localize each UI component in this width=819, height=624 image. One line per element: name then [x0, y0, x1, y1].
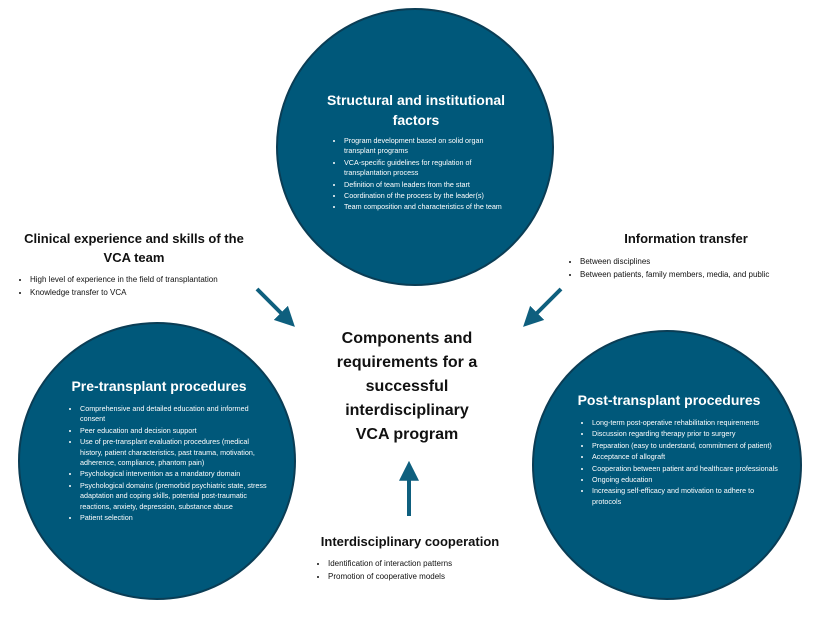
list-item: Promotion of cooperative models	[328, 571, 528, 584]
interdisciplinary-cooperation-title: Interdisciplinary cooperation	[320, 534, 500, 549]
list-item: Peer education and decision support	[80, 426, 270, 436]
arrow-clinical	[255, 287, 295, 327]
structural-factors-circle: Structural and institutional factors Pro…	[276, 8, 554, 286]
list-item: Cooperation between patient and healthca…	[592, 464, 778, 474]
list-item: Between disciplines	[580, 256, 819, 269]
structural-factors-title: Structural and institutional factors	[326, 92, 506, 128]
list-item: Use of pre-transplant evaluation procedu…	[80, 437, 270, 468]
list-item: Coordination of the process by the leade…	[344, 191, 512, 201]
list-item: Identification of interaction patterns	[328, 558, 528, 571]
list-item: Discussion regarding therapy prior to su…	[592, 429, 778, 439]
list-item: Acceptance of allograft	[592, 452, 778, 462]
post-transplant-title: Post-transplant procedures	[577, 392, 761, 408]
arrow-information	[523, 287, 563, 327]
list-item: Definition of team leaders from the star…	[344, 180, 512, 190]
list-item: Team composition and characteristics of …	[344, 202, 512, 212]
clinical-experience-list: High level of experience in the field of…	[16, 274, 280, 299]
list-item: Long-term post-operative rehabilitation …	[592, 418, 778, 428]
interdisciplinary-cooperation-list: Identification of interaction patterns P…	[314, 558, 528, 583]
center-title: Components and requirements for a succes…	[336, 330, 478, 443]
list-item: Patient selection	[80, 513, 270, 523]
list-item: Increasing self-efficacy and motivation …	[592, 486, 778, 507]
information-transfer-title: Information transfer	[624, 231, 748, 246]
list-item: Psychological domains (premorbid psychia…	[80, 481, 270, 512]
list-item: Psychological intervention as a mandator…	[80, 469, 270, 479]
pre-transplant-list: Comprehensive and detailed education and…	[66, 404, 270, 524]
list-item: Ongoing education	[592, 475, 778, 485]
structural-factors-list: Program development based on solid organ…	[330, 136, 512, 214]
list-item: Between patients, family members, media,…	[580, 269, 819, 282]
list-item: Knowledge transfer to VCA	[30, 287, 280, 300]
list-item: High level of experience in the field of…	[30, 274, 280, 287]
clinical-experience-title: Clinical experience and skills of the VC…	[24, 231, 244, 265]
list-item: VCA-specific guidelines for regulation o…	[344, 158, 512, 179]
information-transfer-list: Between disciplines Between patients, fa…	[566, 256, 819, 281]
pre-transplant-circle: Pre-transplant procedures Comprehensive …	[18, 322, 296, 600]
list-item: Comprehensive and detailed education and…	[80, 404, 270, 425]
post-transplant-circle: Post-transplant procedures Long-term pos…	[532, 330, 802, 600]
list-item: Program development based on solid organ…	[344, 136, 512, 157]
post-transplant-list: Long-term post-operative rehabilitation …	[578, 418, 778, 508]
pre-transplant-title: Pre-transplant procedures	[71, 378, 247, 394]
list-item: Preparation (easy to understand, commitm…	[592, 441, 778, 451]
